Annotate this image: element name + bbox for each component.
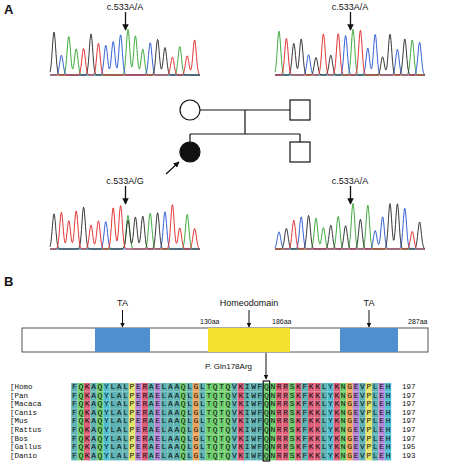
label-arrow [369,310,370,327]
chromatogram-trace [275,24,425,76]
child-line [299,134,300,142]
protein-domain: TA [95,328,150,352]
protein-sequence: FQKAQYLALPERAELAAQLGLTQTQVKIWFQNRRSKFKKL… [72,392,392,401]
protein-bar [22,328,428,352]
mutation-label: P. Gln178Arg [205,362,252,371]
species-name: [Danio [10,452,37,461]
child-line [189,134,190,142]
species-name: [Macaca [10,400,42,409]
variant-arrow [350,12,351,30]
residue-number: 197 [402,426,416,435]
affected-female-symbol [180,142,200,162]
species-name: [Homo [10,383,33,392]
descent-line [244,110,245,134]
domain-label: TA [75,298,170,308]
domain-arrow [208,328,290,352]
panel-letter: B [4,274,13,289]
variant-arrow [350,186,351,204]
domain-arrow [340,328,398,352]
chromatogram-trace [50,198,200,250]
base-trace [275,220,425,249]
sibship-line [190,133,300,134]
genotype-label: c.533A/A [30,2,220,12]
label-arrow [249,310,250,327]
species-name: [Mus [10,417,28,426]
protein-sequence: FQKAQYLALPERAELAAQLGLTQTQVKIWFQNRRSKFKKL… [72,443,392,452]
genotype-label: c.533A/A [255,2,445,12]
protein-sequence: FQKAQYLALPERAELAAQLGLTQTQVKIWFQNRRSKFKKL… [72,400,392,409]
residue-number: 197 [402,392,416,401]
variant-arrow [125,12,126,30]
protein-sequence: FQKAQYLALPERAELAAQLGLTQTQVKIWFQNRRSKFKKL… [72,409,392,418]
base-trace [50,35,200,75]
male-symbol [290,100,310,120]
chromatogram-trace [50,24,200,76]
residue-position: 130aa [200,318,219,325]
male-symbol [290,142,310,162]
residue-number: 197 [402,383,416,392]
protein-domain: TA [340,328,398,352]
base-trace [50,40,200,75]
residue-number: 197 [402,435,416,444]
residue-number: 197 [402,409,416,418]
pedigree [166,100,310,174]
panel-letter: A [4,2,13,17]
residue-number: 197 [402,400,416,409]
base-trace [275,203,425,249]
residue-number: 193 [402,452,416,461]
label-arrow [122,310,123,327]
alignment-colors [71,383,391,460]
protein-sequence: FQKAQYLALPERAELAAQLGLTQTQVKIWFQNRRSKFKKL… [72,435,392,444]
chromatogram: c.533A/A [50,24,200,76]
variant-arrow [125,186,126,204]
species-name: [Pan [10,392,28,401]
genotype-label: c.533A/A [255,176,445,186]
protein-sequence: FQKAQYLALPERAELAAQLGLTQTQVKIWFQNRRSKFKKL… [72,383,392,392]
species-name: [Bos [10,435,28,444]
domain-label: TA [320,298,418,308]
residue-number: 197 [402,417,416,426]
base-trace [50,32,200,75]
base-trace [275,30,425,75]
species-name: [Rattus [10,426,42,435]
species-name: [Canis [10,409,37,418]
mutation-arrow [266,353,267,379]
base-trace [50,205,200,249]
residue-number: 195 [402,443,416,452]
species-name: [Gallus [10,443,42,452]
base-trace [275,208,425,249]
chromatogram: c.533A/A [275,24,425,76]
protein-sequence: FQKAQYLALPERAELAAQLGLTQTQVKIWFQNRRSKFKKL… [72,417,392,426]
protein-schematic [22,328,428,379]
protein-sequence: FQKAQYLALPERAELAAQLGLTQTQVKIWFQNRRSKFKKL… [72,452,392,461]
genotype-label: c.533A/G [30,176,220,186]
protein-sequence: FQKAQYLALPERAELAAQLGLTQTQVKIWFQNRRSKFKKL… [72,426,392,435]
female-symbol [180,100,200,120]
base-trace [275,204,425,249]
protein-domain: Homeodomain [208,328,290,352]
base-trace [50,29,200,75]
domain-label: Homeodomain [188,298,310,308]
base-trace [275,29,425,75]
residue-position: 287aa [408,318,427,325]
base-trace [275,35,425,75]
domain-arrow [95,328,150,352]
chromatogram: c.533A/A [275,198,425,250]
residue-position: 186aa [272,318,291,325]
base-trace [275,34,425,75]
chromatogram: c.533A/G [50,198,200,250]
chromatogram-trace [275,198,425,250]
proband-arrow [166,162,179,174]
